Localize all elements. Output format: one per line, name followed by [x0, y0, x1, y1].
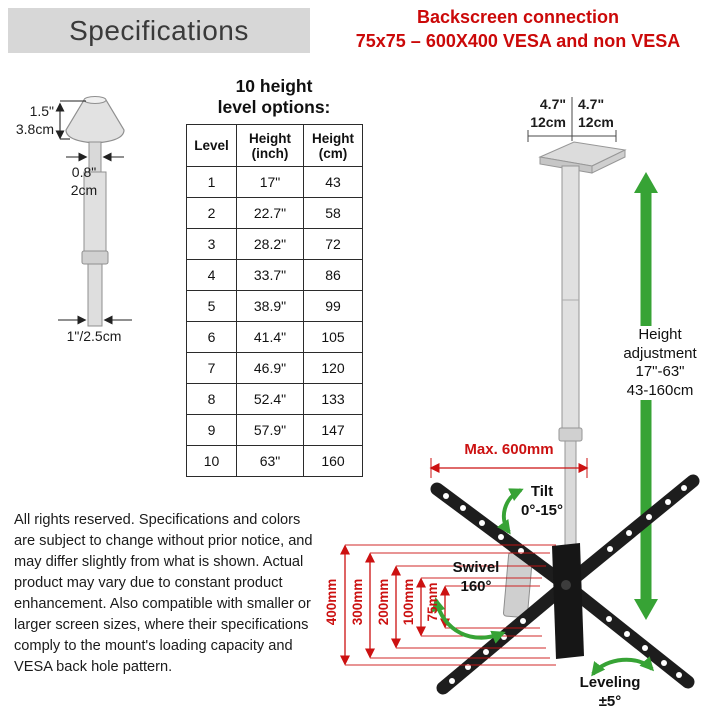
cell-cm: 43: [303, 166, 363, 198]
cell-level: 4: [186, 259, 237, 291]
cell-cm: 147: [303, 414, 363, 446]
cell-cm: 120: [303, 352, 363, 384]
flange-height-label: 1.5" 3.8cm: [15, 103, 54, 137]
cell-level: 10: [186, 445, 237, 477]
max-width-label: Max. 600mm: [464, 441, 554, 458]
cell-cm: 58: [303, 197, 363, 229]
vesa-75mm-label: 75mm: [425, 582, 440, 622]
cell-level: 1: [186, 166, 237, 198]
cell-inch: 41.4": [236, 321, 304, 353]
cell-inch: 22.7": [236, 197, 304, 229]
cell-inch: 57.9": [236, 414, 304, 446]
vesa-subtitle: Backscreen connection 75x75 – 600X400 VE…: [320, 5, 716, 53]
cell-cm: 86: [303, 259, 363, 291]
col-height-inch: Height (inch): [236, 124, 304, 167]
table-title: 10 height level options:: [217, 76, 331, 117]
cell-cm: 105: [303, 321, 363, 353]
specifications-header: Specifications: [8, 8, 310, 53]
tilt-arrow-icon: [496, 488, 524, 535]
cell-cm: 160: [303, 445, 363, 477]
disclaimer-text: All rights reserved. Specifications and …: [14, 512, 313, 675]
height-adjustment-label: Height adjustment 17"-63" 43-160cm: [602, 326, 718, 400]
telescopic-pole: [558, 165, 583, 560]
cell-cm: 72: [303, 228, 363, 260]
cell-inch: 63": [236, 445, 304, 477]
cell-inch: 52.4": [236, 383, 304, 415]
subtitle-line1: Backscreen connection: [416, 7, 620, 27]
ceiling-pole-drawing: [55, 96, 132, 327]
vesa-100mm-label: 100mm: [401, 578, 416, 626]
cell-inch: 38.9": [236, 290, 304, 322]
cell-cm: 133: [303, 383, 363, 415]
cell-level: 8: [186, 383, 237, 415]
subtitle-line2: 75x75 – 600X400 VESA and non VESA: [355, 31, 681, 51]
cell-inch: 17": [236, 166, 304, 198]
cell-level: 3: [186, 228, 237, 260]
cell-level: 9: [186, 414, 237, 446]
tilt-label: Tilt 0°-15°: [520, 483, 564, 519]
cell-level: 5: [186, 290, 237, 322]
plate-width-right-label: 4.7" 12cm: [578, 96, 614, 130]
swivel-label: Swivel 160°: [452, 559, 500, 595]
swivel-arrow-icon: [431, 597, 506, 644]
cell-level: 2: [186, 197, 237, 229]
page-title: Specifications: [69, 14, 249, 46]
ceiling-plate: [538, 141, 627, 174]
neck-diameter-label: 0.8" 2cm: [70, 164, 98, 198]
cell-cm: 99: [303, 290, 363, 322]
vesa-200mm-label: 200mm: [376, 578, 391, 626]
vesa-400mm-label: 400mm: [324, 578, 339, 626]
cell-inch: 28.2": [236, 228, 304, 260]
leveling-label: Leveling ±5°: [579, 674, 641, 710]
table-header-row: Level Height (inch) Height (cm): [186, 124, 363, 167]
tube-diameter-label: 1"/2.5cm: [66, 328, 122, 344]
cell-inch: 46.9": [236, 352, 304, 384]
cell-inch: 33.7": [236, 259, 304, 291]
leveling-arrow-icon: [591, 656, 655, 677]
vesa-300mm-label: 300mm: [350, 578, 365, 626]
cell-level: 6: [186, 321, 237, 353]
col-height-cm: Height (cm): [303, 124, 363, 167]
plate-width-left-label: 4.7" 12cm: [530, 96, 566, 130]
vesa-bracket: [430, 474, 700, 695]
col-level: Level: [186, 124, 237, 167]
cell-level: 7: [186, 352, 237, 384]
plate-width-dimension: [527, 97, 617, 142]
